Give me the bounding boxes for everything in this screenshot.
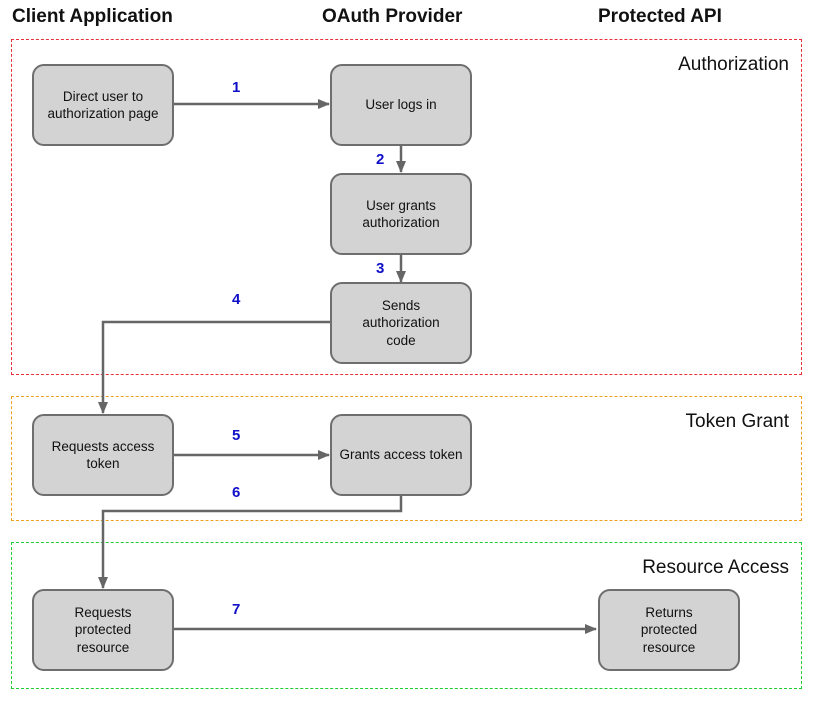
phase-resource-access: Resource Access [11,542,802,689]
box-user-logs-in: User logs in [330,64,472,146]
step-number-1: 1 [232,79,241,96]
box-requests-resource-text: Requests protected resource [74,604,132,655]
box-user-grants-text: User grants authorization [362,197,440,231]
box-sends-code-text: Sends authorization code [362,297,440,348]
box-sends-code: Sends authorization code [330,282,472,364]
phase-authorization: Authorization [11,39,802,375]
column-header-client: Client Application [12,6,173,27]
step-number-5: 5 [232,427,241,444]
column-header-provider: OAuth Provider [322,6,463,27]
step-number-7: 7 [232,601,241,618]
box-user-logs-in-text: User logs in [365,97,437,113]
arrow-step-4 [98,320,331,414]
phase-label-resource-access: Resource Access [642,557,789,578]
phase-label-token-grant: Token Grant [685,411,790,432]
step-number-2: 2 [376,151,385,168]
box-grants-token-text: Grants access token [339,447,463,463]
box-requests-resource: Requests protected resource [32,589,174,671]
box-requests-token-text: Requests access token [51,438,155,472]
box-returns-resource: Returns protected resource [598,589,740,671]
box-direct-user: Direct user to authorization page [32,64,174,146]
box-direct-user-text: Direct user to authorization page [47,88,159,122]
step-number-6: 6 [232,484,241,501]
box-returns-resource-text: Returns protected resource [640,604,698,655]
phase-token-grant: Token Grant [11,396,802,521]
step-number-4: 4 [232,291,241,308]
box-requests-token: Requests access token [32,414,174,496]
phase-label-authorization: Authorization [678,54,789,75]
column-header-api: Protected API [598,6,722,27]
box-grants-token: Grants access token [330,414,472,496]
arrow-step-6 [98,496,403,589]
box-user-grants: User grants authorization [330,173,472,255]
step-number-3: 3 [376,260,385,277]
